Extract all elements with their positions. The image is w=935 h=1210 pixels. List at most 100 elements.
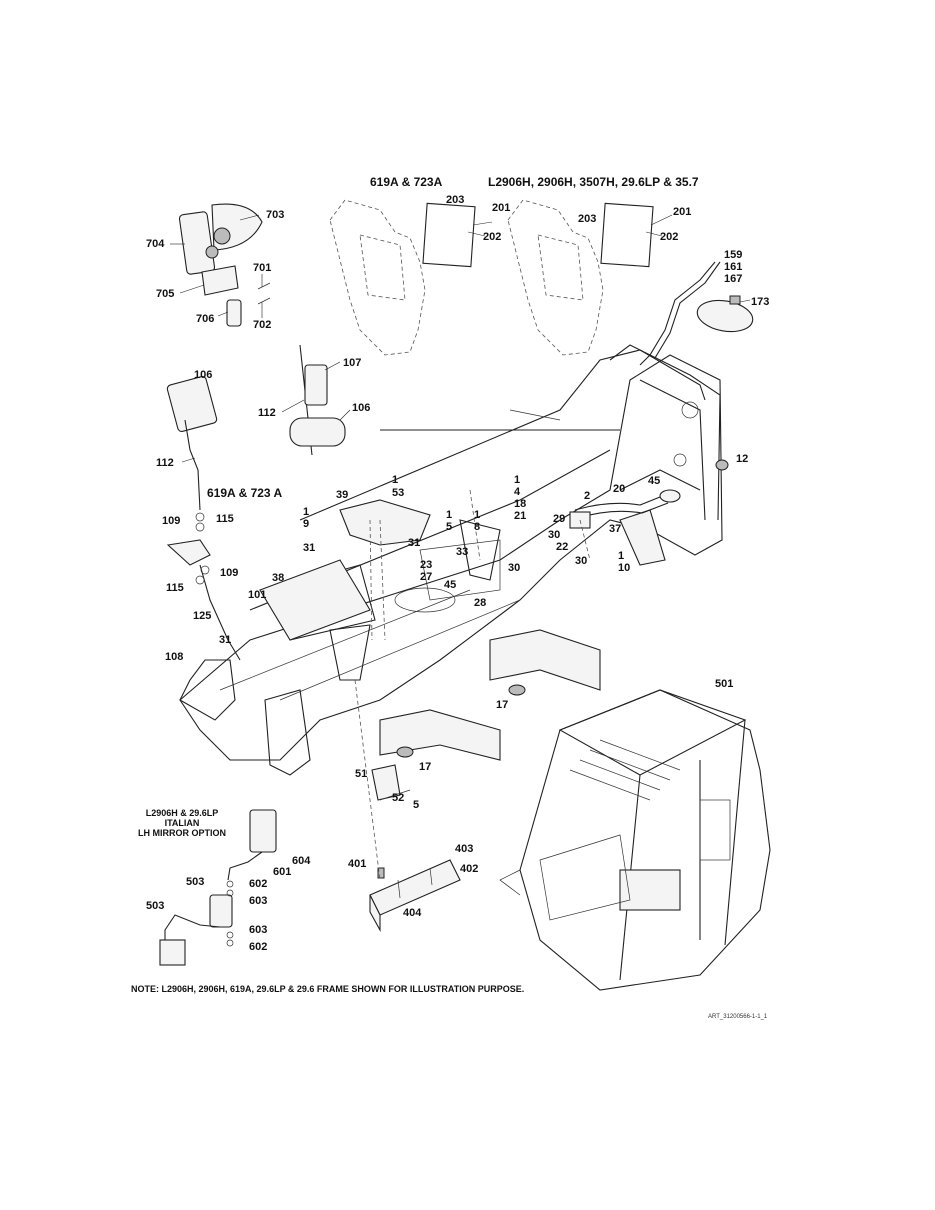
- callout-402: 402: [460, 863, 478, 875]
- callout-1-b: 1: [303, 506, 309, 518]
- heading-mid-left: 619A & 723 A: [207, 486, 282, 500]
- callout-701: 701: [253, 262, 271, 274]
- operator-cab: [499, 689, 771, 991]
- callout-602-b: 602: [249, 941, 267, 953]
- callout-401: 401: [348, 858, 366, 870]
- callout-31-a: 31: [303, 542, 315, 554]
- callout-201-a: 201: [492, 202, 510, 214]
- callout-5-b: 5: [413, 799, 419, 811]
- callout-31-c: 31: [219, 634, 231, 646]
- callout-106-b: 106: [194, 369, 212, 381]
- callout-30-a: 30: [548, 529, 560, 541]
- callout-5-a: 5: [446, 521, 452, 533]
- callout-21: 21: [514, 510, 526, 522]
- heading-upper-right: L2906H, 2906H, 3507H, 29.6LP & 35.7: [488, 175, 699, 189]
- callout-1-f: 1: [618, 550, 624, 562]
- callout-20: 20: [613, 483, 625, 495]
- callout-2: 2: [584, 490, 590, 502]
- callout-23: 23: [420, 559, 432, 571]
- callout-labels: 703 704 701 705 706 702 203 201 202 203 …: [146, 194, 769, 953]
- callout-603-a: 603: [249, 895, 267, 907]
- frame-shields: [379, 629, 601, 761]
- mirror-assembly-top-left: [170, 203, 271, 327]
- callout-1-c: 1: [446, 509, 452, 521]
- callout-38: 38: [272, 572, 284, 584]
- callout-18: 18: [514, 498, 526, 510]
- callout-4: 4: [514, 486, 521, 498]
- callout-109-a: 109: [162, 515, 180, 527]
- callout-12: 12: [736, 453, 748, 465]
- callout-1-a: 1: [392, 474, 398, 486]
- hose-assembly: [569, 459, 729, 529]
- callout-1-d: 1: [474, 509, 480, 521]
- work-light-assembly: [639, 261, 754, 366]
- callout-403: 403: [455, 843, 473, 855]
- callout-125: 125: [193, 610, 211, 622]
- rear-panel-left: [329, 199, 493, 356]
- callout-45-a: 45: [648, 475, 660, 487]
- callout-107: 107: [343, 357, 361, 369]
- callout-22: 22: [556, 541, 568, 553]
- callout-51: 51: [355, 768, 367, 780]
- option-title-line1: L2906H & 29.6LP: [146, 808, 219, 818]
- illustration-note: NOTE: L2906H, 2906H, 619A, 29.6LP & 29.6…: [131, 984, 524, 994]
- callout-37: 37: [609, 523, 621, 535]
- callout-17-a: 17: [496, 699, 508, 711]
- callout-9: 9: [303, 518, 309, 530]
- callout-101: 101: [248, 589, 266, 601]
- callout-203-b: 203: [578, 213, 596, 225]
- callout-202-a: 202: [483, 231, 501, 243]
- callout-404: 404: [403, 907, 422, 919]
- callout-108: 108: [165, 651, 183, 663]
- callout-705: 705: [156, 288, 174, 300]
- callout-159: 159: [724, 249, 742, 261]
- option-title-line2: ITALIAN: [165, 818, 200, 828]
- callout-703: 703: [266, 209, 284, 221]
- callout-201-b: 201: [673, 206, 691, 218]
- callout-30-c: 30: [508, 562, 520, 574]
- floor-plates: [259, 499, 501, 641]
- heading-upper-left: 619A & 723A: [370, 175, 443, 189]
- callout-10: 10: [618, 562, 630, 574]
- art-reference-id: ART_31200566-1-1_1: [708, 1014, 768, 1020]
- callout-503-b: 503: [146, 900, 164, 912]
- callout-33: 33: [456, 546, 468, 558]
- callout-501: 501: [715, 678, 733, 690]
- alignment-lines: [354, 489, 591, 881]
- callout-202-b: 202: [660, 231, 678, 243]
- callout-173: 173: [751, 296, 769, 308]
- callout-602-a: 602: [249, 878, 267, 890]
- callout-115-a: 115: [216, 513, 234, 525]
- callout-27: 27: [420, 571, 432, 583]
- rear-panel-right: [507, 199, 673, 356]
- small-bracket: [371, 764, 411, 801]
- callout-53: 53: [392, 487, 404, 499]
- callout-115-b: 115: [166, 582, 184, 594]
- option-title-line3: LH MIRROR OPTION: [138, 828, 226, 838]
- callout-203-a: 203: [446, 194, 464, 206]
- callout-112-b: 112: [156, 457, 174, 469]
- callout-601: 601: [273, 866, 291, 878]
- callout-28: 28: [474, 597, 486, 609]
- callout-39: 39: [336, 489, 348, 501]
- center-mirror: [281, 344, 351, 456]
- callout-8: 8: [474, 521, 480, 533]
- callout-706: 706: [196, 313, 214, 325]
- bracket-assembly: [369, 859, 461, 933]
- callout-29: 29: [553, 513, 565, 525]
- callout-52: 52: [392, 792, 404, 804]
- callout-604: 604: [292, 855, 311, 867]
- callout-503-a: 503: [186, 876, 204, 888]
- callout-702: 702: [253, 319, 271, 331]
- callout-112-a: 112: [258, 407, 276, 419]
- lh-mirror-option: [159, 809, 277, 966]
- callout-106-a: 106: [352, 402, 370, 414]
- callout-17-b: 17: [419, 761, 431, 773]
- callout-45-b: 45: [444, 579, 456, 591]
- callout-31-b: 31: [408, 537, 420, 549]
- callout-704: 704: [146, 238, 165, 250]
- callout-167: 167: [724, 273, 742, 285]
- callout-1-e: 1: [514, 474, 520, 486]
- callout-161: 161: [724, 261, 742, 273]
